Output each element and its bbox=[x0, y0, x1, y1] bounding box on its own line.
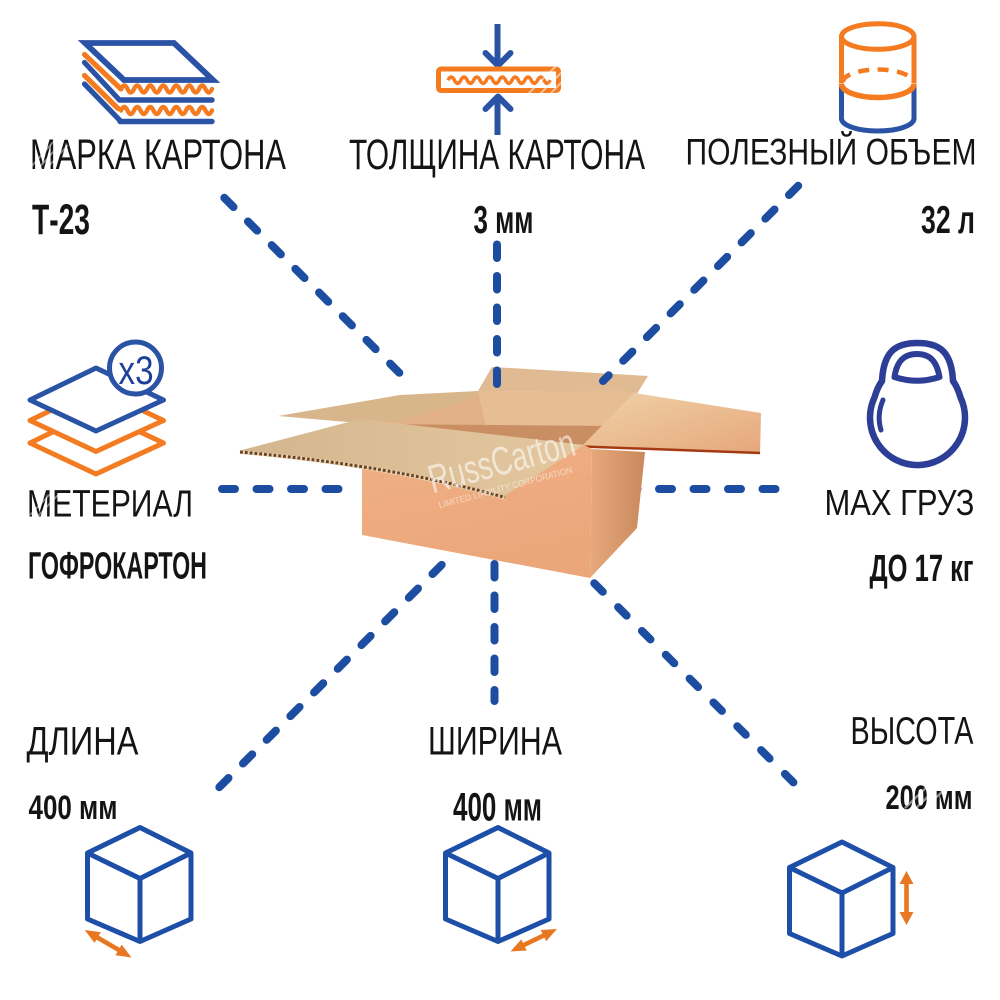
svg-text:МЕТЕРИАЛ: МЕТЕРИАЛ bbox=[27, 484, 193, 526]
svg-text:3 мм: 3 мм bbox=[474, 199, 534, 242]
svg-text:ГОФРОКАРТОН: ГОФРОКАРТОН bbox=[28, 546, 207, 588]
svg-text:ДО 17 кг: ДО 17 кг bbox=[870, 548, 974, 590]
svg-text:ПОЛЕЗНЫЙ ОБЪЕМ: ПОЛЕЗНЫЙ ОБЪЕМ bbox=[686, 131, 977, 173]
svg-text:МАРКА КАРТОНА: МАРКА КАРТОНА bbox=[30, 131, 286, 179]
svg-text:32 л: 32 л bbox=[921, 199, 975, 242]
svg-text:ДЛИНА: ДЛИНА bbox=[27, 720, 140, 764]
svg-text:x3: x3 bbox=[119, 349, 154, 393]
svg-text:MAX ГРУЗ: MAX ГРУЗ bbox=[825, 482, 975, 523]
svg-text:Т-23: Т-23 bbox=[32, 196, 90, 244]
svg-text:400 мм: 400 мм bbox=[29, 789, 118, 827]
svg-text:ТОЛЩИНА КАРТОНА: ТОЛЩИНА КАРТОНА bbox=[349, 131, 645, 179]
svg-text:ВЫСОТА: ВЫСОТА bbox=[851, 710, 974, 753]
svg-text:ШИРИНА: ШИРИНА bbox=[428, 720, 563, 764]
svg-text:400 мм: 400 мм bbox=[453, 786, 542, 830]
